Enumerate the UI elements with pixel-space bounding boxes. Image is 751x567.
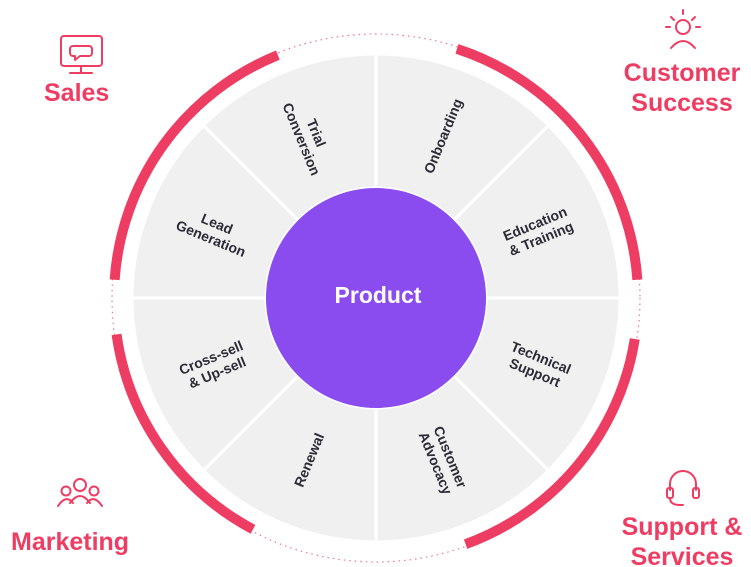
team-arcs — [109, 44, 643, 549]
support-services-line-1: Support & — [621, 513, 743, 541]
marketing-arc — [111, 333, 256, 534]
lightbulb-person-icon — [665, 9, 701, 49]
support-services-line-2: Services — [630, 543, 734, 567]
support-services-label: Support & Services — [612, 512, 751, 567]
sales-arc — [109, 50, 280, 281]
chat-monitor-icon — [60, 35, 103, 74]
product-label: Product — [334, 282, 422, 308]
marketing-label: Marketing — [11, 528, 130, 556]
sales-label: Sales — [44, 79, 110, 107]
segment-ring — [130, 52, 622, 544]
headset-icon — [666, 470, 700, 506]
support-services-arc — [463, 338, 640, 549]
customer-success-line-2: Success — [631, 89, 733, 117]
customer-success-label: Customer Success — [612, 58, 751, 118]
dotted-outer-ring — [111, 33, 641, 563]
customer-success-arc — [455, 44, 643, 281]
dotted-ring-circle — [111, 33, 641, 563]
customer-success-line-1: Customer — [623, 59, 741, 87]
product-center-circle — [266, 188, 486, 408]
team-people-icon — [57, 478, 103, 507]
